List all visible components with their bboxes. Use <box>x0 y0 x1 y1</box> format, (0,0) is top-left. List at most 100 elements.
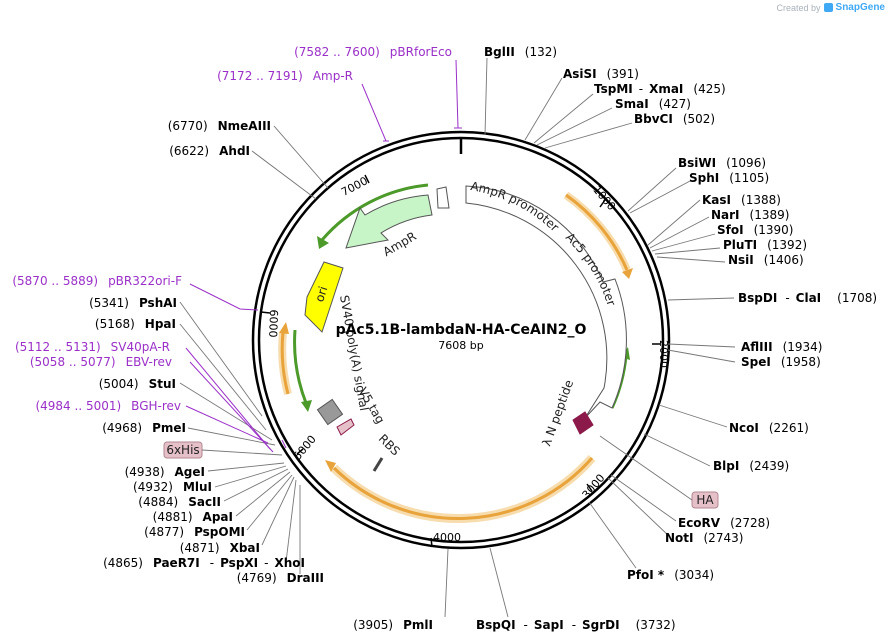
svg-text:BsiWI(1096): BsiWI(1096) <box>678 156 766 170</box>
plasmid-name: pAc5.1B-lambdaN-HA-CeAIN2_O <box>336 322 587 338</box>
svg-text:(4968)PmeI: (4968)PmeI <box>102 421 186 435</box>
primer-sv40pa-name: SV40pA-R <box>111 340 170 354</box>
svg-text:(3905)PmlI: (3905)PmlI <box>353 618 433 632</box>
enzyme-labels-left: (3905)PmlI (4769)DraIII (4865)PaeR7I-Psp… <box>89 119 433 632</box>
svg-text:(5058 .. 5077)EBV-rev: (5058 .. 5077) EBV-rev <box>30 355 172 369</box>
ori-feature: ori <box>304 261 344 333</box>
svg-text:(4865)PaeR7I-PspXI-XhoI: (4865)PaeR7I-PspXI-XhoI <box>103 556 305 570</box>
svg-text:BspQI-SapI-SgrDI(3732): BspQI-SapI-SgrDI(3732) <box>476 618 676 632</box>
svg-text:AsiSI(391): AsiSI(391) <box>563 67 639 81</box>
primer-labels: (7582 .. 7600) pBRforEco (7172 .. 7191) Am… <box>12 45 452 413</box>
credit-brand: SnapGene <box>835 2 885 13</box>
enzyme-ecoRV: EcoRV <box>678 516 721 530</box>
tick-label-4000: 4000 <box>433 531 461 544</box>
enzyme-leaders <box>179 57 736 618</box>
tick-label-7000: 7000 <box>339 174 370 199</box>
svg-text:AflIII(1934): AflIII(1934) <box>741 340 822 354</box>
enzyme-pluTI: PluTI <box>723 238 757 252</box>
enzyme-mluI: MluI <box>183 480 212 494</box>
enzyme-xbaI: XbaI <box>230 541 260 555</box>
tick-label-3000: 3000 <box>580 472 608 502</box>
enzyme-ageI: AgeI <box>175 465 205 479</box>
enzyme-kasI: KasI <box>702 193 731 207</box>
enzyme-apaI: ApaI <box>203 510 233 524</box>
enzyme-speI: SpeI <box>741 355 771 369</box>
tick-label-5000: 5000 <box>291 433 319 463</box>
enzyme-nsiI: NsiI <box>728 253 754 267</box>
rbs-label: RBS <box>376 432 403 459</box>
enzyme-notI: NotI <box>665 531 694 545</box>
enzyme-tspMI: TspMI <box>594 82 633 96</box>
enzyme-sphI: SphI <box>689 171 719 185</box>
enzyme-narI: NarI <box>711 208 740 222</box>
credit: Created by SnapGene <box>777 2 886 13</box>
enzyme-bspQI: BspQI <box>476 618 516 632</box>
svg-text:PfoI *(3034): PfoI *(3034) <box>627 568 714 582</box>
enzyme-pfoI: PfoI * <box>627 568 665 582</box>
enzyme-blpI: BlpI <box>713 459 739 473</box>
primer-pbrforeco-name: pBRforEco <box>390 45 452 59</box>
enzyme-labels: BglII(132) AsiSI(391) TspMI-XmaI(425) Sm… <box>476 45 877 632</box>
his-tag-label: 6xHis <box>166 443 199 457</box>
svg-text:SphI(1105): SphI(1105) <box>689 171 769 185</box>
primer-pbr322ori-range: (5870 .. 5889) <box>12 274 98 288</box>
svg-text:PluTI(1392): PluTI(1392) <box>723 238 807 252</box>
enzyme-pmeI: PmeI <box>152 421 186 435</box>
enzyme-sacII: SacII <box>188 495 221 509</box>
enzyme-ncoI: NcoI <box>729 421 759 435</box>
ampr-promoter-label: AmpR promoter <box>469 179 561 234</box>
enzyme-ahdI: AhdI <box>219 144 250 158</box>
primer-ebv-range: (5058 .. 5077) <box>30 355 116 369</box>
primer-ebv-name: EBV-rev <box>126 355 172 369</box>
ori-label: ori <box>312 285 330 304</box>
svg-text:(5870 .. 5889)pBR322ori-F: (5870 .. 5889) pBR322ori-F <box>12 274 182 288</box>
credit-prefix: Created by <box>776 2 821 13</box>
svg-text:EcoRV(2728): EcoRV(2728) <box>678 516 770 530</box>
svg-text:(5341)PshAI: (5341)PshAI <box>89 296 177 310</box>
svg-text:(7172 .. 7191)Amp-R: (7172 .. 7191) Amp-R <box>217 69 353 83</box>
enzyme-pshAI: PshAI <box>139 296 177 310</box>
svg-text:NotI(2743): NotI(2743) <box>665 531 743 545</box>
svg-text:BbvCI(502): BbvCI(502) <box>634 112 715 126</box>
ha-tag-label: HA <box>696 493 714 507</box>
svg-text:(4932)MluI: (4932)MluI <box>133 480 212 494</box>
enzyme-sfoI: SfoI <box>717 223 744 237</box>
primer-bgh-name: BGH-rev <box>131 399 181 413</box>
svg-text:BlpI(2439): BlpI(2439) <box>713 459 789 473</box>
svg-text:SpeI(1958): SpeI(1958) <box>741 355 821 369</box>
svg-text:(4984 .. 5001)BGH-rev: (4984 .. 5001)BGH-rev <box>35 399 181 413</box>
sv40-block <box>316 398 344 426</box>
svg-text:TspMI-XmaI(425): TspMI-XmaI(425) <box>594 82 726 96</box>
enzyme-pspOMI: PspOMI <box>194 525 245 539</box>
orf-arrows <box>278 191 633 523</box>
svg-text:SfoI(1390): SfoI(1390) <box>717 223 793 237</box>
lambda-n-label: λ N peptide <box>539 378 576 448</box>
svg-text:SmaI(427): SmaI(427) <box>615 97 691 111</box>
enzyme-bspDI: BspDI <box>738 291 777 305</box>
primer-ampr-name: Amp-R <box>313 69 353 83</box>
svg-text:(4884)SacII: (4884)SacII <box>138 495 221 509</box>
enzyme-smaI: SmaI <box>615 97 649 111</box>
promoter-features: AmpR promoter Ac5 promoter <box>436 179 627 419</box>
primer-ampr-range: (7172 .. 7191) <box>217 69 303 83</box>
svg-text:(5112 .. 5131)SV40pA-R: (5112 .. 5131)SV40pA-R <box>15 340 170 354</box>
enzyme-asiSI: AsiSI <box>563 67 597 81</box>
svg-text:(4881)ApaI: (4881)ApaI <box>153 510 233 524</box>
svg-text:(6622)AhdI: (6622)AhdI <box>169 144 250 158</box>
primer-pbr322ori-name: pBR322ori-F <box>108 274 182 288</box>
primer-pbrforeco-range: (7582 .. 7600) <box>294 45 380 59</box>
enzyme-paeR7I: PaeR7I <box>153 556 200 570</box>
svg-text:KasI(1388): KasI(1388) <box>702 193 781 207</box>
plasmid-size: 7608 bp <box>438 339 483 352</box>
svg-text:(6770)NmeAIII: (6770)NmeAIII <box>168 119 271 133</box>
svg-text:(4769)DraIII: (4769)DraIII <box>237 571 324 585</box>
svg-text:(5168)HpaI: (5168)HpaI <box>95 317 176 331</box>
tick-label-2000: 2000 <box>657 340 670 368</box>
small-features: SV40 poly(A) signal V5 tag RBS λ N pepti… <box>316 294 594 472</box>
tick-label-6000: 6000 <box>266 309 280 337</box>
ampr-feature: AmpR <box>345 194 433 259</box>
enzyme-aflIII: AflIII <box>741 340 773 354</box>
svg-text:NarI(1389): NarI(1389) <box>711 208 789 222</box>
svg-text:(4877)PspOMI: (4877)PspOMI <box>144 525 245 539</box>
